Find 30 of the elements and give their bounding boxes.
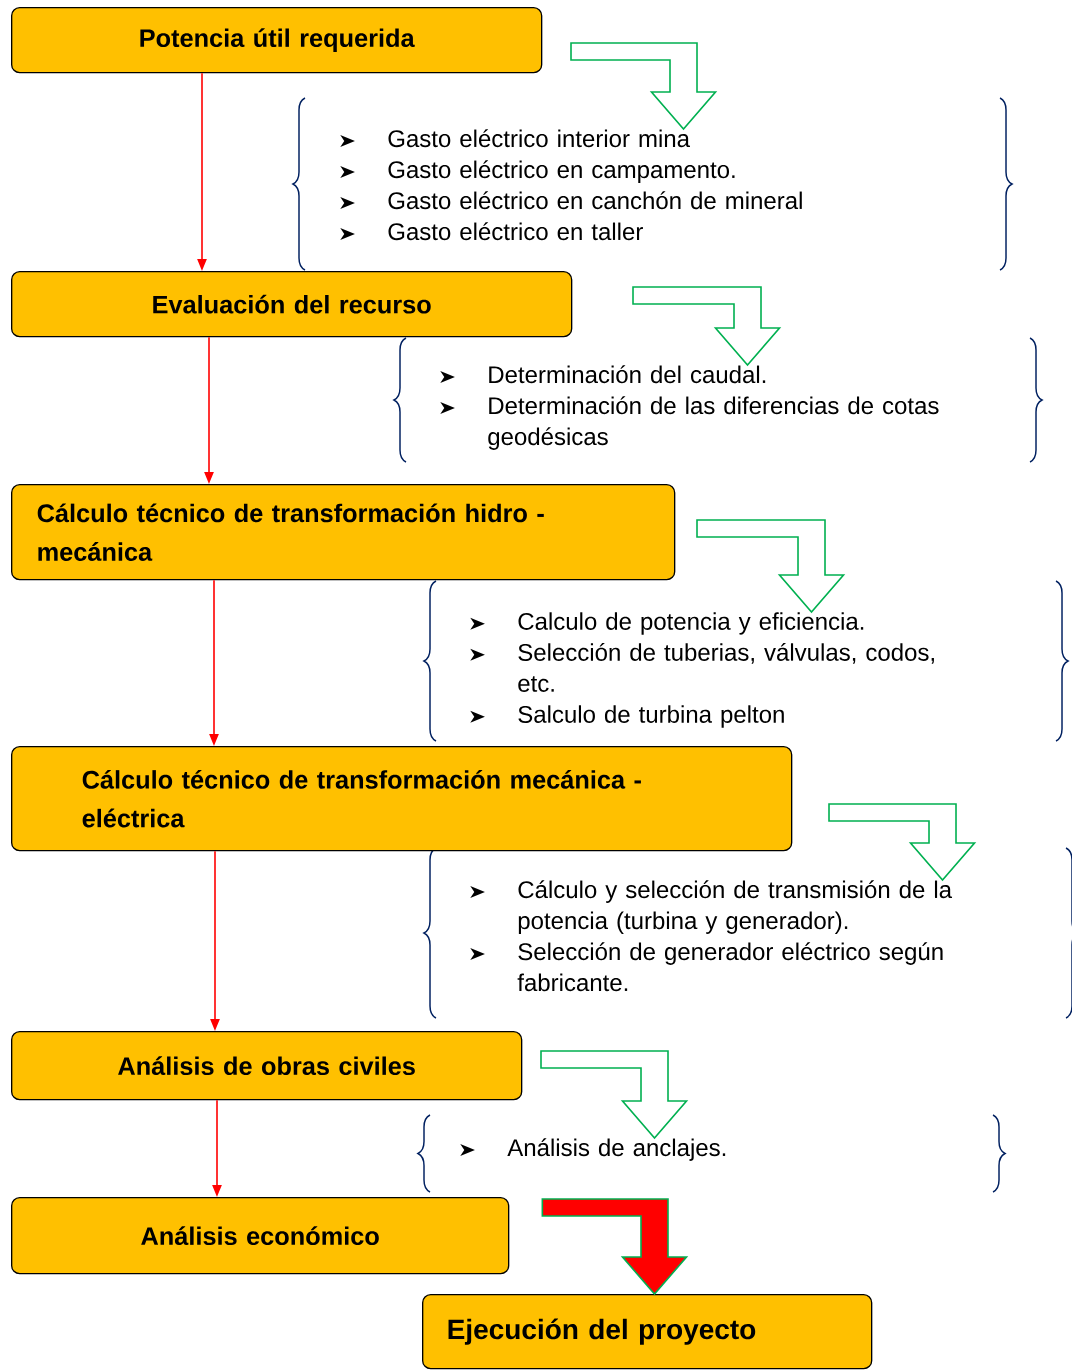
node-label: Gasto eléctrico en taller — [388, 222, 643, 241]
process-box: Ejecución del proyecto — [422, 1294, 873, 1370]
block-arrow — [828, 803, 977, 882]
node-label: Selección de generador eléctrico según fabricante. — [517, 942, 943, 992]
bullet-list: Gasto eléctrico interior mina Gasto eléctrico en campamento. Gasto eléctrico en canchón de mineral Gasto eléctrico en taller — [340, 129, 802, 241]
bullet-list: Cálculo y selección de transmisión de la potencia (turbina y generador). Selección de generador eléctrico según fabricante. — [470, 880, 953, 992]
node-label: Gasto eléctrico interior mina — [388, 129, 690, 148]
process-box: Cálculo técnico de transformación mecánica - eléctrica — [11, 746, 793, 852]
node-label: Determinación del caudal. — [489, 365, 766, 384]
node-label: Análisis de anclajes. — [507, 1138, 726, 1161]
node-label: Selección de tuberias, válvulas, codos, etc. — [518, 643, 934, 692]
process-box: Potencia útil requerida — [11, 7, 543, 74]
block-arrow — [570, 42, 718, 131]
process-box: Análisis de obras civiles — [11, 1031, 523, 1101]
process-box: Análisis económico — [11, 1197, 510, 1275]
node-label: Calculo de potencia y eficiencia. — [518, 612, 864, 635]
node-label: Cálculo y selección de transmisión de la potencia (turbina y generador). — [518, 880, 953, 934]
block-arrow — [632, 286, 782, 367]
node-label: Gasto eléctrico en campamento. — [388, 160, 735, 183]
process-box: Evaluación del recurso — [11, 271, 573, 338]
block-arrow — [540, 1050, 689, 1140]
node-label: Gasto eléctrico en canchón de mineral — [388, 191, 802, 210]
block-arrow — [541, 1198, 689, 1296]
node-label: Determinación de las diferencias de cotas geodésicas — [488, 396, 939, 450]
block-arrow — [696, 519, 846, 614]
bullet-list: Calculo de potencia y eficiencia. Selección de tuberias, válvulas, codos, etc. Salculo de turbina pelton — [470, 612, 934, 728]
process-box: Cálculo técnico de transformación hidro - mecánica — [11, 484, 676, 581]
node-label: Salculo de turbina pelton — [518, 705, 784, 728]
bullet-list: Análisis de anclajes. — [460, 1138, 726, 1161]
bullet-list: Determinación del caudal. Determinación de las diferencias de cotas geodésicas — [440, 365, 939, 450]
